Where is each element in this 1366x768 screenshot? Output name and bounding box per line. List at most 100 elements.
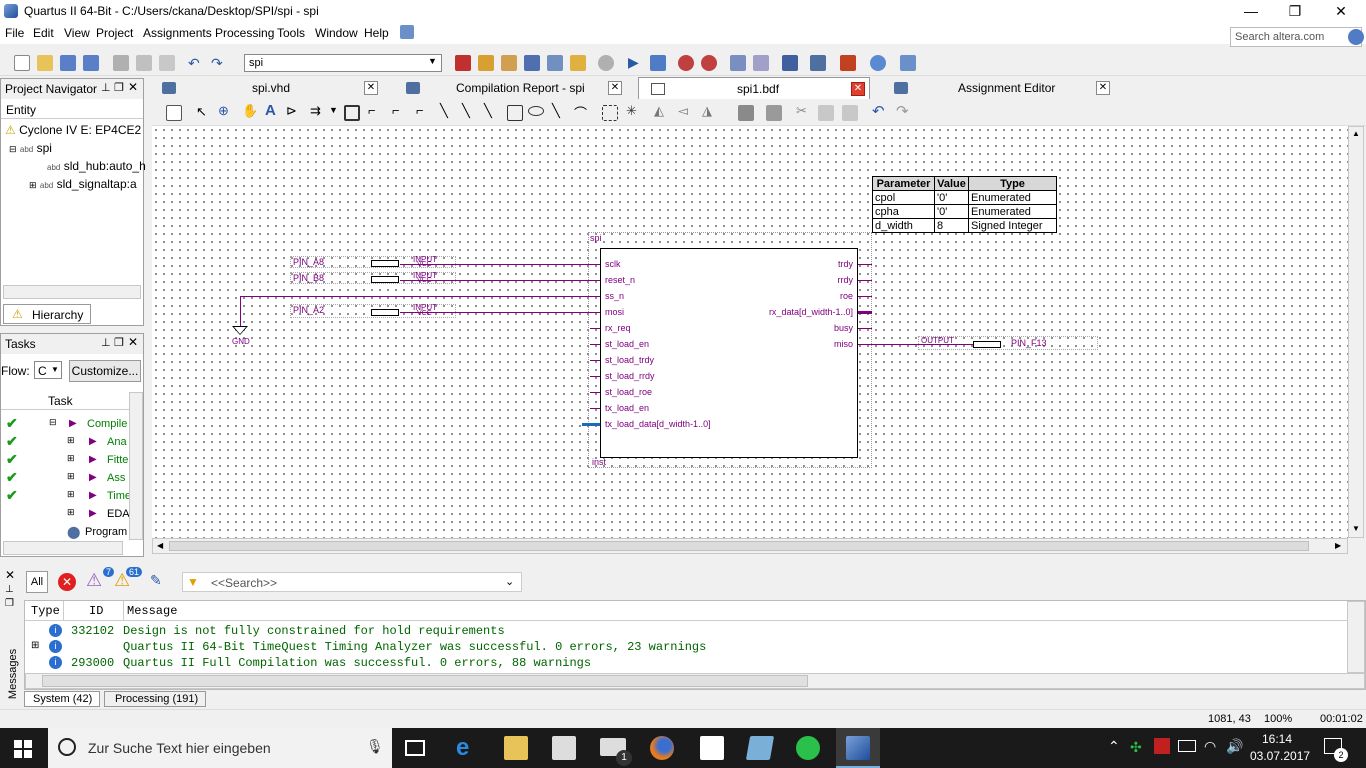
open-folder-icon[interactable]: [37, 55, 53, 71]
rubberbanding-icon[interactable]: ✳: [626, 103, 637, 118]
edge-icon[interactable]: e: [456, 734, 470, 761]
undo-icon[interactable]: ↶: [872, 103, 885, 120]
settings-icon[interactable]: [524, 55, 540, 71]
expand-icon[interactable]: ⊞: [67, 507, 75, 517]
search-icon[interactable]: [1348, 29, 1364, 45]
block-tool-icon[interactable]: [166, 105, 182, 121]
close-icon[interactable]: ✕: [1096, 81, 1110, 95]
firefox-icon[interactable]: [650, 736, 674, 760]
rtl-viewer-icon[interactable]: [753, 55, 769, 71]
file-explorer-icon[interactable]: [504, 736, 528, 760]
battery-icon[interactable]: [1178, 740, 1196, 752]
rotate-icon[interactable]: ◮: [702, 103, 712, 118]
volume-icon[interactable]: 🔊: [1226, 738, 1244, 754]
chip-planner-icon[interactable]: [547, 55, 563, 71]
close-icon[interactable]: ✕: [364, 81, 378, 95]
expand-icon[interactable]: ⊞: [29, 180, 37, 190]
store-icon[interactable]: [552, 736, 576, 760]
expand-icon[interactable]: ⊞: [31, 640, 40, 651]
tab-processing[interactable]: Processing (191): [104, 691, 206, 707]
message-search-input[interactable]: ▼ <<Search>> ⌄: [182, 572, 522, 592]
copy-icon[interactable]: [818, 105, 834, 121]
clock-date[interactable]: 03.07.2017: [1250, 749, 1311, 763]
analysis-icon[interactable]: [455, 55, 471, 71]
netlist-viewer-icon[interactable]: [730, 55, 746, 71]
symbol-tool-icon[interactable]: ⊳: [286, 103, 297, 118]
start-analysis-icon[interactable]: [650, 55, 666, 71]
search-altera-input[interactable]: Search altera.com: [1230, 27, 1364, 47]
messages-horizontal-scrollbar[interactable]: [25, 673, 1365, 689]
redo-icon[interactable]: ↷: [211, 55, 223, 71]
wifi-icon[interactable]: ◠: [1204, 738, 1217, 754]
navigator-horizontal-scrollbar[interactable]: [3, 285, 141, 299]
scroll-down-icon[interactable]: ▼: [1352, 524, 1360, 533]
whatsapp-icon[interactable]: [796, 736, 820, 760]
chip-icon[interactable]: [840, 55, 856, 71]
menu-tools[interactable]: Tools: [277, 26, 306, 40]
flip-vertical-icon[interactable]: ◅: [678, 103, 688, 118]
new-file-icon[interactable]: [14, 55, 30, 71]
close-icon[interactable]: ✕: [851, 82, 865, 96]
task-item-program[interactable]: ⬤ Program: [67, 525, 128, 539]
tree-item-sld-signaltap[interactable]: ⊞ abd sld_signaltap:a: [29, 177, 137, 191]
pin-icon[interactable]: ⊥: [5, 584, 14, 595]
timing-analyzer-icon[interactable]: [678, 55, 694, 71]
task-item-eda[interactable]: ⊞ ▶ EDA: [67, 507, 130, 520]
filter-all-button[interactable]: All: [26, 571, 48, 593]
timequest-icon[interactable]: [701, 55, 717, 71]
expand-icon[interactable]: ⊞: [67, 471, 75, 481]
task-column-header[interactable]: Task: [1, 390, 143, 410]
paste-icon[interactable]: [842, 105, 858, 121]
tasks-horizontal-scrollbar[interactable]: [3, 541, 123, 555]
taskbar-search-box[interactable]: Zur Suche Text hier eingeben 🎙: [48, 728, 392, 768]
error-filter-icon[interactable]: ✕: [58, 573, 76, 591]
network-share-icon[interactable]: ✣: [1130, 739, 1142, 755]
close-icon[interactable]: ✕: [5, 568, 16, 582]
orthogonal-node-tool-icon[interactable]: ⌐: [368, 103, 376, 118]
input-pin-b8[interactable]: PIN_B8 INPUT VCC: [290, 271, 456, 284]
microphone-icon[interactable]: 🎙: [366, 738, 384, 754]
scroll-up-icon[interactable]: ▲: [1352, 129, 1360, 138]
scroll-thumb[interactable]: [169, 541, 1309, 551]
tree-item-sld-hub[interactable]: abd sld_hub:auto_h: [47, 159, 146, 173]
save-all-icon[interactable]: [83, 55, 99, 71]
task-item-timequest[interactable]: ✔ ⊞ ▶ Time: [6, 487, 132, 503]
clock-time[interactable]: 16:14: [1261, 732, 1293, 746]
calculator-icon[interactable]: [700, 736, 724, 760]
flip-horizontal-icon[interactable]: ◭: [654, 103, 664, 118]
flow-select[interactable]: C ▼: [34, 361, 62, 379]
collapse-icon[interactable]: ⊟: [9, 144, 17, 154]
canvas-horizontal-scrollbar[interactable]: ◀ ▶: [152, 538, 1348, 554]
tab-system[interactable]: System (42): [24, 691, 100, 707]
entity-combo[interactable]: spi ▼: [244, 54, 442, 72]
chevron-down-icon[interactable]: ⌄: [505, 576, 515, 588]
close-button[interactable]: ✕: [1335, 3, 1347, 19]
output-pin-f13[interactable]: OUTPUT PIN_F13: [918, 336, 1098, 350]
customize-button[interactable]: Customize...: [69, 360, 141, 382]
close-icon[interactable]: ✕: [128, 80, 139, 94]
message-row[interactable]: i 293000 Quartus II Full Compilation was…: [25, 655, 1345, 671]
start-compilation-icon[interactable]: ▶: [628, 54, 639, 70]
paste-icon[interactable]: [159, 55, 175, 71]
windows-start-icon[interactable]: [14, 740, 32, 758]
tab-spi-vhd[interactable]: spi.vhd ✕: [150, 77, 382, 99]
chevron-up-icon[interactable]: ⌃: [1108, 738, 1120, 754]
orthogonal-bus-tool-icon[interactable]: ⌐: [392, 103, 400, 118]
selection-tool-icon[interactable]: ↖: [196, 104, 207, 119]
chevron-down-icon[interactable]: ▼: [428, 56, 437, 66]
scroll-left-icon[interactable]: ◀: [157, 541, 164, 550]
tree-item-spi[interactable]: ⊟ abd spi: [9, 141, 52, 155]
restore-icon[interactable]: ❐: [114, 82, 124, 94]
design-partition-icon[interactable]: [570, 55, 586, 71]
cut-icon[interactable]: [113, 55, 129, 71]
rectangle-tool-icon[interactable]: [507, 105, 523, 121]
menu-file[interactable]: File: [5, 26, 25, 40]
scroll-right-icon[interactable]: ▶: [1335, 541, 1342, 550]
diagonal-conduit-tool-icon[interactable]: ╲: [484, 103, 492, 118]
arc-tool-icon[interactable]: ⌒: [574, 106, 588, 121]
print-icon[interactable]: [766, 105, 782, 121]
menu-view[interactable]: View: [64, 26, 90, 40]
critical-warning-filter-icon[interactable]: ⚠: [86, 570, 103, 590]
line-tool-icon[interactable]: ╲: [552, 103, 560, 118]
tab-compilation-report[interactable]: Compilation Report - spi ✕: [394, 77, 626, 99]
